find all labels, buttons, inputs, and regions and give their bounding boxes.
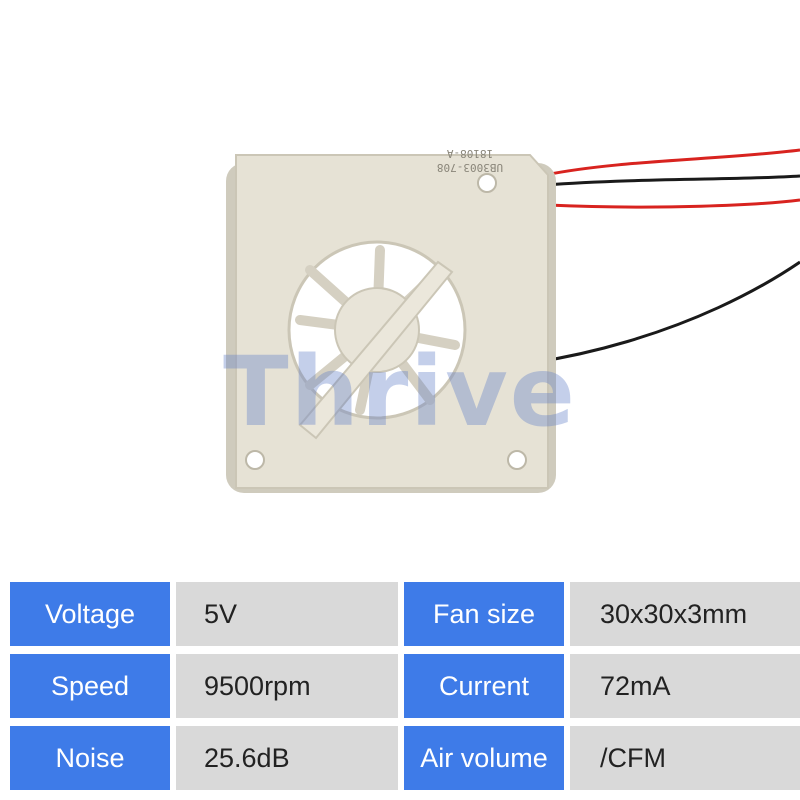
spec-value: 30x30x3mm	[570, 582, 800, 646]
spec-value: 9500rpm	[176, 654, 398, 718]
spec-label: Air volume	[404, 726, 564, 790]
mount-hole	[507, 450, 527, 470]
red-wire-lower	[547, 198, 800, 209]
spec-value: /CFM	[570, 726, 800, 790]
spec-value: 72mA	[570, 654, 800, 718]
spec-label: Voltage	[10, 582, 170, 646]
mount-hole	[477, 173, 497, 193]
black-wire	[544, 174, 800, 187]
fan-product-image: UB3003-708 18108-A	[226, 147, 800, 493]
spec-value: 5V	[176, 582, 398, 646]
spec-table: Voltage 5V Fan size 30x30x3mm Speed 9500…	[10, 582, 800, 798]
spec-label: Fan size	[404, 582, 564, 646]
mount-hole	[245, 450, 265, 470]
spec-row: Voltage 5V Fan size 30x30x3mm	[10, 582, 800, 646]
support-strut	[298, 260, 454, 440]
housing-label-2: 18108-A	[446, 147, 493, 160]
spec-label: Noise	[10, 726, 170, 790]
red-wire	[544, 148, 800, 177]
spec-value: 25.6dB	[176, 726, 398, 790]
housing-label-1: UB3003-708	[437, 161, 503, 174]
spec-label: Speed	[10, 654, 170, 718]
spec-row: Noise 25.6dB Air volume /CFM	[10, 726, 800, 790]
spec-row: Speed 9500rpm Current 72mA	[10, 654, 800, 718]
spec-label: Current	[404, 654, 564, 718]
